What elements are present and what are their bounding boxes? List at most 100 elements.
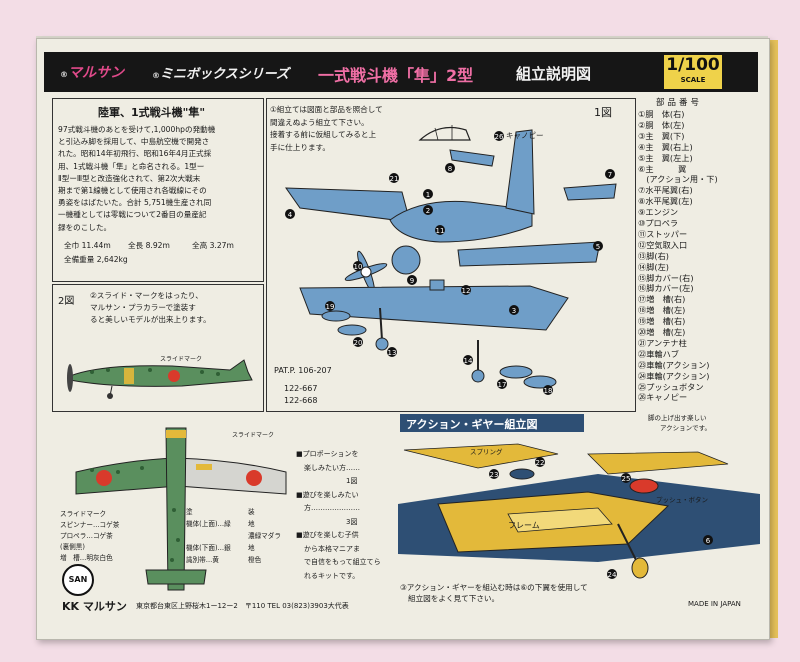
svg-text:23: 23 [490, 471, 499, 479]
push-button-label: プッシュ・ボタン [656, 496, 708, 504]
svg-text:21: 21 [390, 175, 399, 183]
paint-colors-right: 塗装機体(上面)…緑地濃緑マダラ機体(下面)…銀地識別帯…黄橙色 [186, 506, 290, 578]
tip-line: から本格マニアま [304, 544, 360, 553]
svg-text:20: 20 [354, 339, 363, 347]
paint-color-right-cell: 地 [248, 520, 255, 528]
san-logo: SAN [62, 564, 94, 596]
brand-logo: ®マルサン [60, 65, 124, 81]
fig2-panel [52, 284, 264, 412]
spec-length: 全長 8.92m [128, 241, 170, 250]
patent-label: PAT.P. 106-207 [274, 366, 332, 375]
svg-text:13: 13 [388, 349, 397, 357]
history-line-1: 97式戦斗機のあとを受けて,1,000hpの発動機 [58, 125, 216, 134]
part-item: ㉑アンテナ柱 [638, 337, 687, 348]
tips-text: ■プロポーションを楽しみたい方……1図■遊びを楽しみたい方…………………3図■遊… [296, 448, 396, 588]
paint-color-left-2: スピンナー…コゲ茶 [60, 521, 120, 529]
tip-line: ■遊びを楽しみたい [296, 490, 359, 499]
history-heading: 陸軍、1式戦斗機"隼" [98, 106, 206, 119]
part-item: ⑳増 槽(左) [638, 327, 686, 337]
company-name: KK マルサン [62, 600, 127, 613]
part-item: (アクション用・下) [638, 174, 718, 185]
scale-label: SCALE [680, 76, 706, 84]
paint-color-right-cell: 橙色 [248, 556, 262, 564]
svg-text:25: 25 [622, 475, 631, 483]
svg-text:7: 7 [608, 171, 612, 179]
side-view-illustration [62, 350, 258, 400]
part-item: ⑭脚(左) [638, 261, 669, 272]
top-view-illustration [56, 420, 296, 596]
made-in-japan: MADE IN JAPAN [688, 600, 741, 608]
vertical-tail [505, 129, 535, 215]
spec-weight: 全備重量 2,642kg [64, 255, 128, 264]
svg-text:22: 22 [536, 459, 545, 467]
scale-value: 1/100 [666, 55, 720, 75]
air-intake [429, 279, 445, 291]
svg-text:6: 6 [706, 537, 711, 545]
fig2-line-2: マルサン・プラカラーで塗装す [90, 303, 196, 312]
scale-badge: 1/100 SCALE [664, 55, 722, 89]
wing-upper-right [285, 187, 411, 223]
company-address: 東京都台東区上野桜木1ー12ー2 〒110 TEL 03(823)3903大代表 [136, 602, 349, 610]
fig3-instruction-line-1: ③アクション・ギヤーを組込む時は⑥の下翼を使用して [400, 583, 588, 592]
spring-label: スプリング [470, 448, 503, 456]
fig1-instruction-line-3: 接着する前に仮組してみると上 [270, 130, 377, 139]
part-item: ⑫空気取入口 [638, 239, 688, 250]
fig3-note-line-2: アクションです。 [660, 424, 712, 432]
fig1-instructions: ①組立ては図面と部品を照合して間違えぬよう組立て下さい。接着する前に仮組してみる… [270, 104, 430, 160]
series-name: ®ミニボックスシリーズ [152, 67, 289, 82]
svg-text:14: 14 [464, 357, 473, 365]
paint-color-right-cell: 濃緑マダラ [248, 532, 281, 540]
tip-line: 3図 [346, 517, 358, 526]
history-line-5: Ⅱ型ーⅢ型と改造強化されて、第2次大戦末 [58, 173, 201, 183]
fig3-instructions: ③アクション・ギヤーを組込む時は⑥の下翼を使用して 組立図をよく見て下さい。 [400, 582, 664, 608]
part-item: ㉔車輪(アクション) [638, 370, 710, 381]
tip-line: 1図 [346, 477, 358, 485]
paint-color-left-1: スライドマーク [60, 510, 107, 518]
part-item: ⑨エンジン [638, 207, 679, 218]
fig2-label: 2図 [58, 296, 75, 307]
tip-line: ■プロポーションを [296, 450, 359, 458]
fig3-title-text: アクション・ギヤー組立図 [406, 418, 538, 431]
landing-gear-right [379, 307, 383, 341]
tail-plane-right [563, 183, 617, 201]
part-item: ⑩プロペラ [638, 218, 679, 228]
svg-text:5: 5 [596, 243, 600, 251]
history-line-2: と引込み脚を採用して、中島航空機で開発さ [58, 137, 210, 147]
part-item: ⑪ストッパー [638, 228, 688, 239]
frame-label: フレーム [508, 521, 540, 530]
part-item: ①胴 体(右) [638, 109, 685, 119]
svg-text:4: 4 [288, 211, 293, 219]
svg-text:3: 3 [512, 307, 516, 315]
part-item: ⑧水平尾翼(左) [638, 196, 693, 207]
svg-text:17: 17 [498, 381, 507, 389]
tip-line: で自信をもって組立てら [304, 558, 381, 566]
parts-items: ①胴 体(右)②胴 体(左)③主 翼(下)④主 翼(右上)⑤主 翼(左上)⑥主 … [638, 108, 762, 408]
part-item: ㉕プッシュボタン [638, 381, 704, 392]
drop-tank-17 [499, 365, 533, 379]
part-item: ㉒車輪ハブ [638, 348, 679, 359]
history-line-6: 期まで第1線機として使用され各戦線にその [58, 186, 207, 195]
paint-color-right-cell: 機体(下面)…銀 [186, 544, 231, 552]
part-item: ③主 翼(下) [638, 130, 685, 141]
svg-text:18: 18 [544, 387, 553, 395]
fig1-svg: 26 8 7 4 21 1 2 11 5 10 9 12 3 19 20 13 … [285, 125, 617, 395]
fig1-exploded-diagram: 26 8 7 4 21 1 2 11 5 10 9 12 3 19 20 13 … [270, 110, 632, 406]
paint-color-left-4: (裏側黒) [60, 543, 85, 551]
san-logo-text: SAN [68, 575, 88, 584]
tail-plane-left [449, 149, 495, 167]
fig3-title: アクション・ギヤー組立図 [400, 414, 584, 432]
paint-color-right-cell: 識別帯…黄 [186, 556, 219, 564]
canopy-label: キャノピー [506, 131, 544, 140]
paint-color-right-cell: 装 [248, 508, 255, 516]
part-item: ②胴 体(左) [638, 119, 685, 130]
part-item: ⑯脚カバー(左) [638, 283, 694, 294]
part-item: ⑬脚(右) [638, 250, 669, 261]
part-item: ㉖キャノピー [638, 392, 688, 403]
fig3-note: 脚の上げ出す楽しい アクションです。 [648, 412, 758, 434]
header-bar [44, 52, 758, 92]
svg-text:10: 10 [354, 263, 363, 271]
specs: 全巾 11.44m 全長 8.92m 全高 3.27m 全備重量 2,642kg [58, 240, 262, 272]
history-line-3: れた。昭和14年初飛行、昭和16年4月正式採 [58, 149, 212, 159]
svg-text:24: 24 [608, 571, 617, 579]
svg-text:11: 11 [436, 227, 445, 235]
